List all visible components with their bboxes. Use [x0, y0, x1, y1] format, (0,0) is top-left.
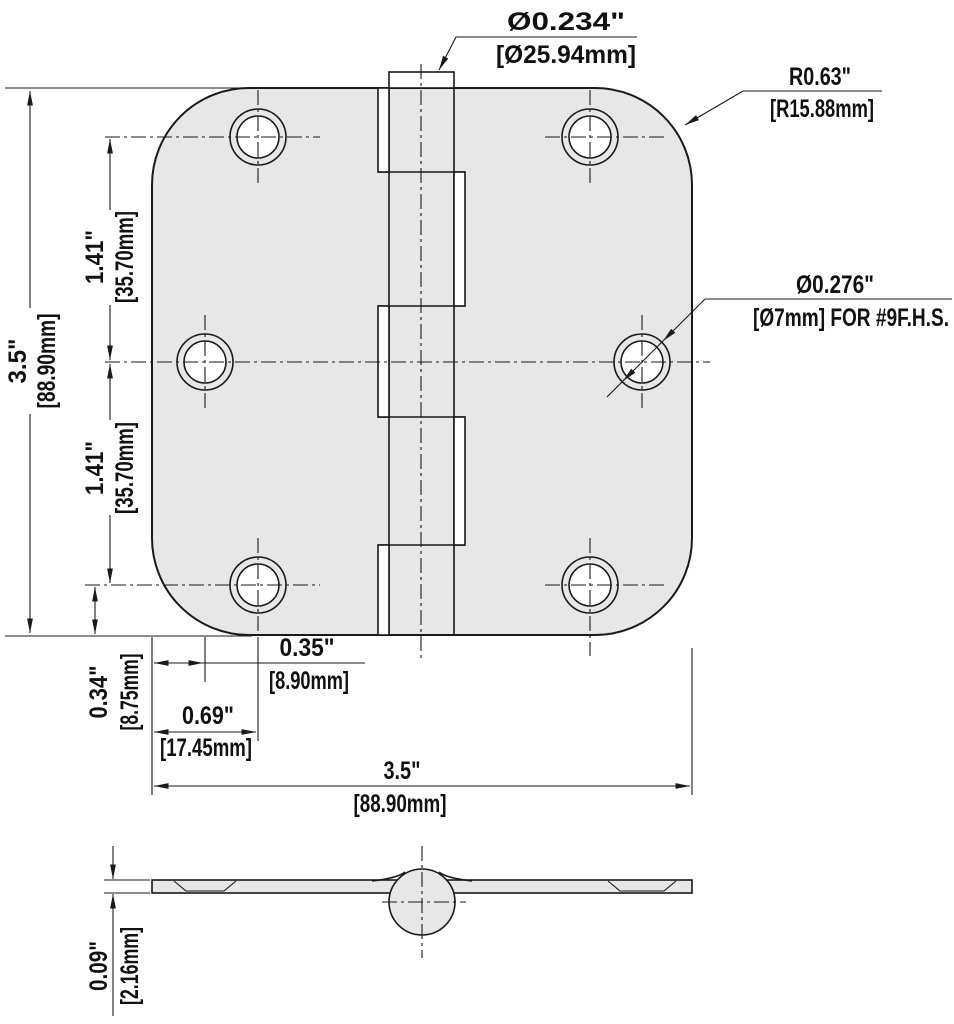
corner-radius-mm: [R15.88mm] — [770, 95, 874, 123]
dim-edge-to-inner-hole: 0.35" [8.90mm] — [154, 634, 365, 695]
dim-lower-spacing-in: 1.41" — [81, 441, 109, 495]
screw-hole-in: Ø0.276" — [796, 271, 874, 299]
dim-edge-outer-mm: [17.45mm] — [160, 734, 252, 762]
dim-edge-to-outer-hole: 0.69" [17.45mm] — [154, 702, 256, 762]
dim-thickness-mm: [2.16mm] — [116, 927, 144, 1005]
dim-height: 3.5" [88.90mm] — [4, 91, 61, 633]
dimensions: 3.5" [88.90mm] 1.41" [35.70mm] 1.41" [35… — [4, 87, 693, 1016]
dim-edge-inner-mm: [8.90mm] — [269, 667, 349, 695]
callout-pin-diameter: Ø0.234" [Ø25.94mm] — [438, 8, 637, 71]
hole-centerlines — [85, 90, 710, 656]
callouts: Ø0.234" [Ø25.94mm] R0.63" [R15.88mm] Ø0.… — [438, 8, 952, 398]
side-view-countersink-right — [607, 880, 677, 892]
callout-screw-hole: Ø0.276" [Ø7mm] FOR #9F.H.S. — [606, 271, 952, 398]
knuckle-gaps — [377, 87, 466, 636]
dim-edge-outer-in: 0.69" — [182, 702, 234, 730]
dim-edge-inner-in: 0.35" — [280, 634, 335, 662]
dim-thickness-in: 0.09" — [85, 941, 113, 991]
dim-hole-to-bottom-in: 0.34" — [85, 666, 113, 719]
dim-height-in: 3.5" — [4, 339, 32, 384]
dim-width-mm: [88.90mm] — [354, 790, 447, 818]
side-view-countersink-left — [173, 880, 237, 892]
side-view-shoulder-left — [371, 871, 406, 882]
side-view-shoulder-right — [438, 871, 473, 882]
pin-diameter-in: Ø0.234" — [507, 8, 625, 36]
dim-leaf-thickness: 0.09" [2.16mm] — [85, 846, 150, 1016]
dim-width: 3.5" [88.90mm] — [154, 757, 690, 818]
dim-lower-hole-spacing: 1.41" [35.70mm] — [81, 364, 139, 583]
dim-upper-spacing-mm: [35.70mm] — [111, 211, 139, 303]
dim-lower-spacing-mm: [35.70mm] — [111, 422, 139, 514]
corner-radius-in: R0.63" — [789, 63, 851, 91]
pin-diameter-mm: [Ø25.94mm] — [496, 41, 636, 69]
dim-hole-to-bottom: 0.34" [8.75mm] — [85, 587, 144, 731]
screw-hole-mm: [Ø7mm] FOR #9F.H.S. — [753, 304, 949, 332]
side-view — [151, 846, 693, 958]
front-view — [85, 64, 710, 660]
dim-width-in: 3.5" — [384, 757, 421, 785]
extension-lines — [5, 87, 693, 795]
dim-upper-spacing-in: 1.41" — [81, 230, 109, 284]
dim-hole-to-bottom-mm: [8.75mm] — [116, 654, 144, 731]
dim-height-mm: [88.90mm] — [33, 314, 61, 409]
callout-corner-radius: R0.63" [R15.88mm] — [684, 63, 882, 126]
dim-upper-hole-spacing: 1.41" [35.70mm] — [81, 139, 139, 360]
